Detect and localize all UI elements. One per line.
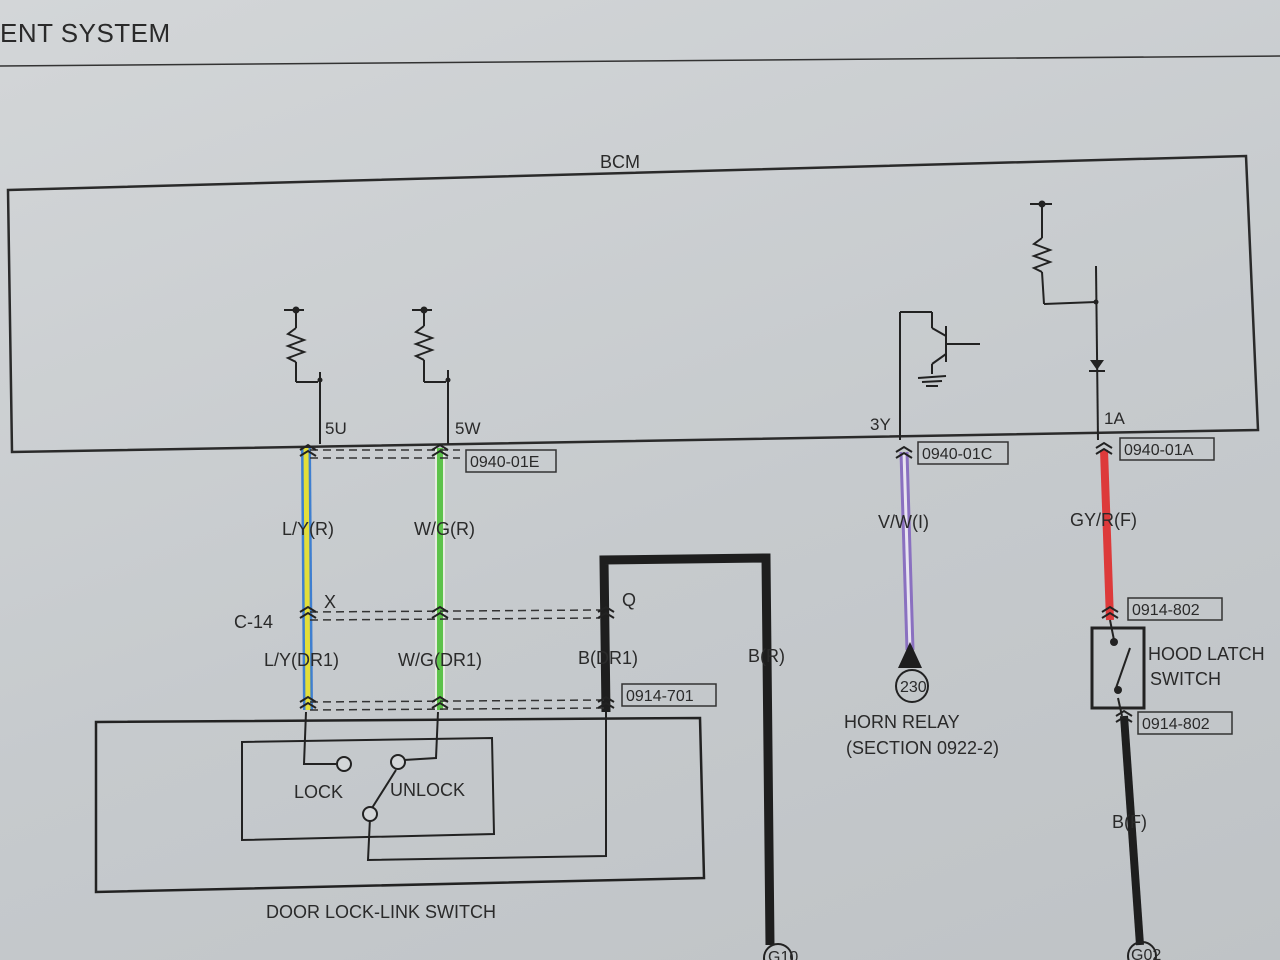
- horn-arrow: [898, 642, 922, 668]
- pin-5u: 5U: [325, 419, 347, 438]
- hood-contact-top: [1110, 638, 1118, 646]
- wire-b-r: [599, 553, 775, 946]
- horn-ref: 230: [900, 679, 927, 696]
- door-switch-label: DOOR LOCK-LINK SWITCH: [266, 902, 496, 922]
- connector-box-701: [621, 683, 717, 707]
- unlock-label: UNLOCK: [390, 780, 465, 800]
- diode-1a: [1030, 203, 1099, 441]
- wire-label-ly-dr1: L/Y(DR1): [264, 650, 339, 670]
- pullup-5u-tap: [317, 377, 323, 383]
- connector-01a: 0940-01A: [1124, 442, 1194, 459]
- joint-pin-q: Q: [622, 590, 636, 610]
- pullup-5u: [284, 309, 321, 444]
- connector-box-802a: [1127, 597, 1223, 621]
- wire-label-wg-dr1: W/G(DR1): [398, 650, 482, 670]
- pin-3y: 3Y: [870, 415, 891, 434]
- connector-box-01e: [465, 449, 557, 473]
- wire-label-b-dr1: B(DR1): [578, 648, 638, 668]
- pullup-5w: [412, 309, 449, 444]
- header-rule: [0, 55, 1280, 67]
- connector-box-01a: [1119, 437, 1215, 461]
- bcm-module-box: [6, 154, 1260, 454]
- door-switch-inner-box: [241, 736, 496, 842]
- hood-latch-contacts: [1109, 619, 1131, 717]
- diode-symbol: [1090, 360, 1104, 370]
- wire-label-vw-i: V/W(I): [878, 512, 929, 532]
- wire-label-gyr-f: GY/R(F): [1070, 510, 1137, 530]
- horn-section-label: (SECTION 0922-2): [846, 738, 999, 758]
- pullup-5w-node: [420, 306, 428, 314]
- wire-ly-r: [301, 447, 313, 711]
- horn-relay-label: HORN RELAY: [844, 712, 960, 732]
- door-switch-outer-box: [94, 716, 706, 894]
- connector-box-802b: [1137, 711, 1233, 735]
- connector-802b: 0914-802: [1142, 716, 1210, 733]
- connector-box-01c: [917, 441, 1009, 465]
- wire-gyr-f: [1100, 449, 1114, 621]
- ground-g10: G10: [768, 949, 798, 960]
- connector-01c: 0940-01C: [922, 446, 992, 463]
- diode-1a-tap: [1093, 299, 1099, 305]
- wire-label-wg-r: W/G(R): [414, 519, 475, 539]
- hood-latch-label: HOOD LATCH: [1148, 644, 1265, 664]
- wire-label-ly-r: L/Y(R): [282, 519, 334, 539]
- hood-latch-switch-box: [1090, 626, 1146, 710]
- joint-c14: C-14: [234, 612, 273, 632]
- unlock-contact: [390, 754, 406, 770]
- connector-701: 0914-701: [626, 688, 694, 705]
- hood-contact-bottom: [1114, 686, 1122, 694]
- pullup-1a-node: [1038, 200, 1046, 208]
- wire-b-f: [1120, 715, 1144, 946]
- connector-802a: 0914-802: [1132, 602, 1200, 619]
- connector-01e: 0940-01E: [470, 454, 539, 471]
- joint-pin-x: X: [324, 592, 336, 612]
- pullup-5w-tap: [445, 377, 451, 383]
- wire-label-b-r: B(R): [748, 646, 785, 666]
- ground-g02-circle: [1127, 941, 1157, 960]
- pullup-5u-node: [292, 306, 300, 314]
- door-switch-wiring: [302, 711, 607, 862]
- ground-g10-circle: [763, 943, 793, 960]
- transistor-3y: [899, 311, 980, 440]
- connector-chevrons: [299, 441, 1133, 723]
- wire-label-b-f: B(F): [1112, 812, 1147, 832]
- common-contact: [362, 806, 378, 822]
- lock-label: LOCK: [294, 782, 343, 802]
- horn-ref-circle: [895, 669, 929, 703]
- ground-g02: G02: [1131, 947, 1161, 960]
- section-title: ENT SYSTEM: [0, 18, 171, 48]
- connector-dashes: [309, 449, 605, 711]
- pin-1a: 1A: [1104, 409, 1125, 428]
- pin-5w: 5W: [455, 419, 481, 438]
- lock-contact: [336, 756, 352, 772]
- bcm-label: BCM: [600, 152, 640, 172]
- hood-switch-label: SWITCH: [1150, 669, 1221, 689]
- wire-vw-i: [899, 451, 915, 651]
